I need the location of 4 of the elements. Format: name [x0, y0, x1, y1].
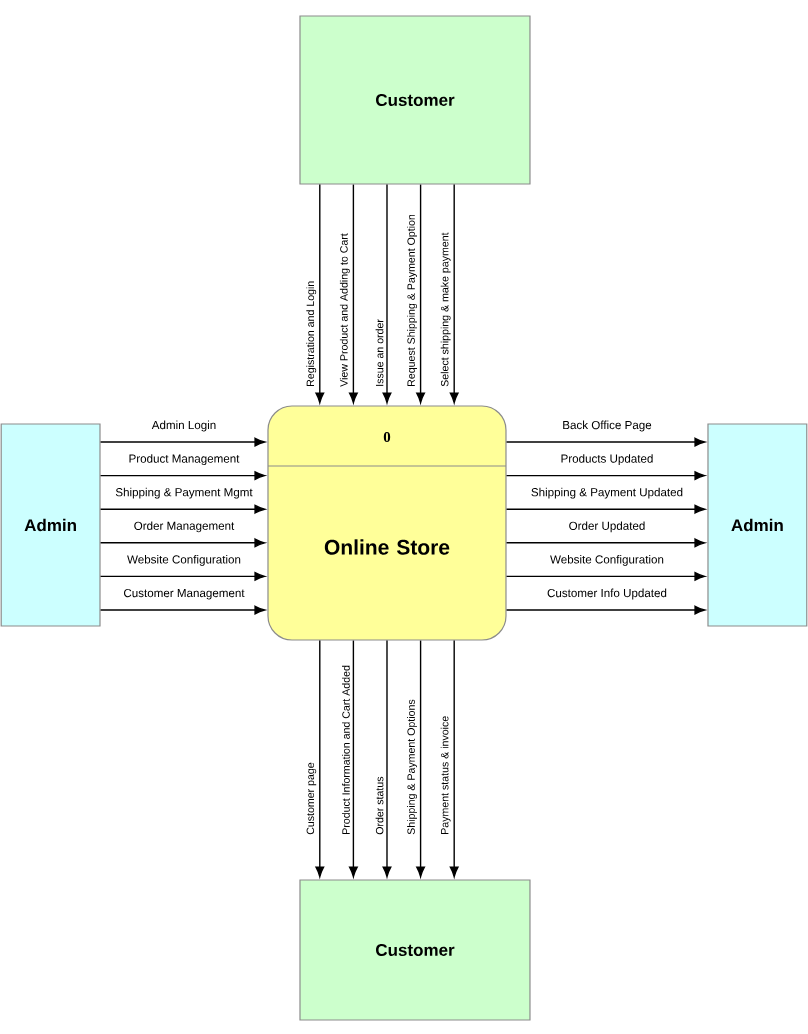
- entity-box: Admin: [0, 423, 101, 627]
- entity-box: Admin: [707, 423, 808, 627]
- entity-box: Customer: [299, 879, 531, 1021]
- entity-box: Customer: [299, 15, 531, 185]
